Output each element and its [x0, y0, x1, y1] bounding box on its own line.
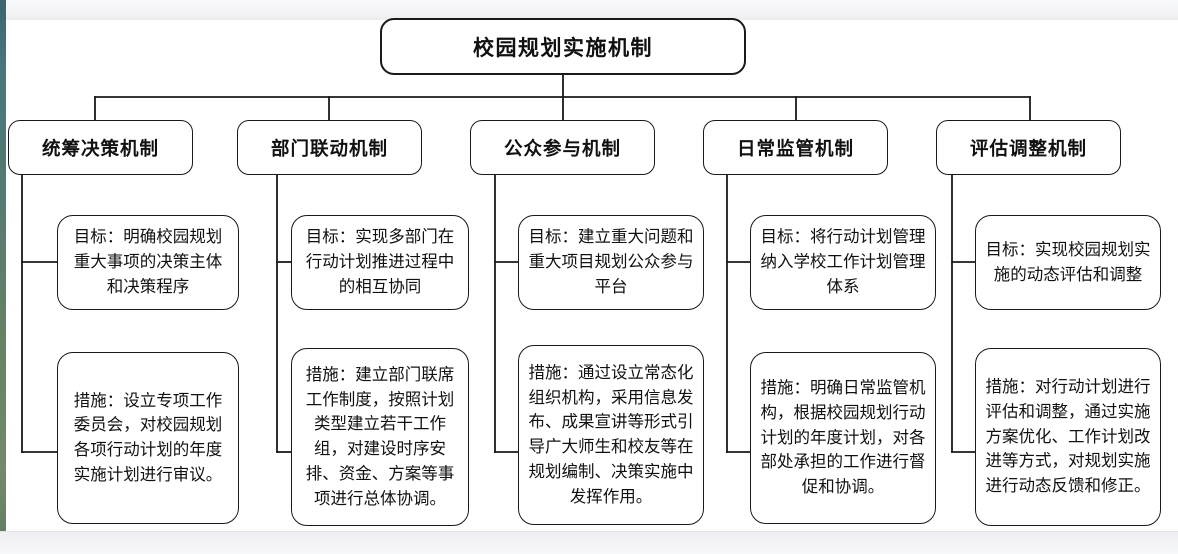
branch-node-4-label: 日常监管机制 — [736, 139, 854, 160]
goal-box-5-text: 目标：实现校园规划实施的动态评估和调整 — [985, 239, 1151, 284]
measure-box-5-text: 措施：对行动计划进行评估和调整，通过实施方案优化、工作计划改进等方式，对规划实施… — [985, 377, 1151, 496]
measure-box-3[interactable]: 措施：通过设立常态化组织机构，采用信息发布、成果宣讲等形式引导广大师生和校友等在… — [518, 345, 704, 525]
branch-node-3[interactable]: 公众参与机制 — [470, 120, 655, 175]
goal-box-1[interactable]: 目标：明确校园规划重大事项的决策主体和决策程序 — [57, 215, 239, 310]
measure-box-1[interactable]: 措施：设立专项工作委员会，对校园规划各项行动计划的年度实施计划进行审议。 — [57, 352, 239, 524]
measure-box-5[interactable]: 措施：对行动计划进行评估和调整，通过实施方案优化、工作计划改进等方式，对规划实施… — [975, 348, 1161, 526]
branch-node-5[interactable]: 评估调整机制 — [936, 120, 1121, 175]
left-edge-strip — [0, 0, 6, 554]
page-bottom-divider — [0, 531, 1178, 532]
branch-node-5-label: 评估调整机制 — [969, 139, 1087, 160]
measure-box-3-text: 措施：通过设立常态化组织机构，采用信息发布、成果宣讲等形式引导广大师生和校友等在… — [528, 362, 694, 506]
measure-box-2[interactable]: 措施：建立部门联席工作制度，按照计划类型建立若干工作组，对建设时序安排、资金、方… — [291, 348, 469, 526]
goal-box-2-text: 目标：实现多部门在行动计划推进过程中的相互协同 — [305, 227, 455, 296]
goal-box-1-text: 目标：明确校园规划重大事项的决策主体和决策程序 — [73, 227, 223, 296]
branch-node-3-label: 公众参与机制 — [503, 139, 621, 160]
measure-box-4[interactable]: 措施：明确日常监管机构，根据校园规划行动计划的年度计划，对各部处承担的工作进行督… — [750, 352, 936, 524]
branch-node-2[interactable]: 部门联动机制 — [237, 120, 422, 175]
page-bottom-band — [0, 532, 1178, 554]
branch-node-1-label: 统筹决策机制 — [41, 139, 159, 160]
branch-node-2-label: 部门联动机制 — [270, 139, 388, 160]
branch-node-1[interactable]: 统筹决策机制 — [8, 120, 193, 175]
root-node-label: 校园规划实施机制 — [473, 35, 653, 60]
page-top-band — [0, 0, 1178, 20]
measure-box-1-text: 措施：设立专项工作委员会，对校园规划各项行动计划的年度实施计划进行审议。 — [73, 390, 223, 484]
measure-box-4-text: 措施：明确日常监管机构，根据校园规划行动计划的年度计划，对各部处承担的工作进行督… — [760, 378, 926, 497]
measure-box-2-text: 措施：建立部门联席工作制度，按照计划类型建立若干工作组，对建设时序安排、资金、方… — [305, 364, 455, 508]
goal-box-5[interactable]: 目标：实现校园规划实施的动态评估和调整 — [975, 215, 1161, 310]
goal-box-4[interactable]: 目标：将行动计划管理纳入学校工作计划管理体系 — [750, 215, 936, 310]
goal-box-4-text: 目标：将行动计划管理纳入学校工作计划管理体系 — [760, 227, 926, 296]
branch-node-4[interactable]: 日常监管机制 — [703, 120, 888, 175]
goal-box-3-text: 目标：建立重大问题和重大项目规划公众参与平台 — [528, 227, 694, 296]
root-node[interactable]: 校园规划实施机制 — [380, 18, 746, 75]
goal-box-3[interactable]: 目标：建立重大问题和重大项目规划公众参与平台 — [518, 215, 704, 310]
goal-box-2[interactable]: 目标：实现多部门在行动计划推进过程中的相互协同 — [291, 215, 469, 310]
